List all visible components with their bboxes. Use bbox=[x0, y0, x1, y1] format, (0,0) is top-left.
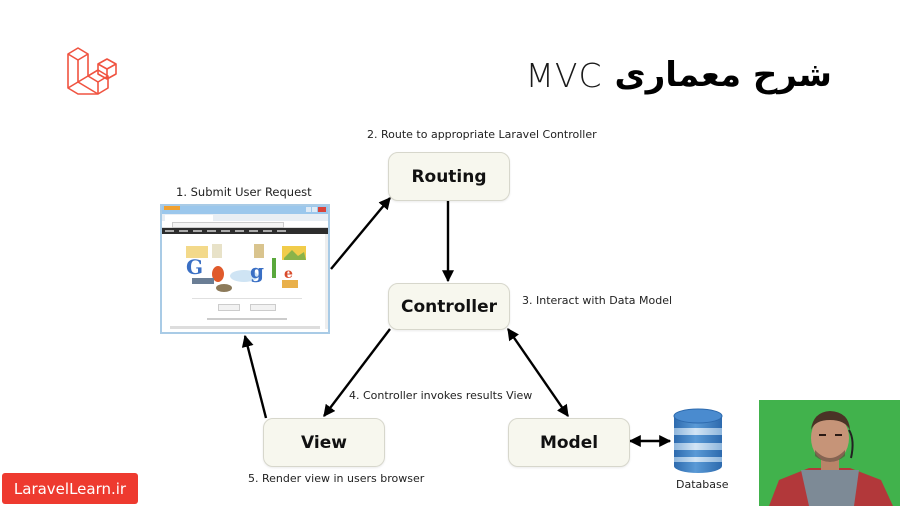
database-label: Database bbox=[676, 478, 729, 491]
horizontal-scrollbar bbox=[170, 326, 320, 329]
browser-tab-row bbox=[162, 214, 328, 221]
google-search-box bbox=[192, 298, 302, 299]
step-3-label: 3. Interact with Data Model bbox=[522, 294, 673, 307]
svg-text:G: G bbox=[186, 255, 203, 279]
browser-screenshot: G g e bbox=[160, 204, 330, 334]
brand-badge: LaravelLearn.ir bbox=[2, 473, 138, 504]
title-latin: MVC bbox=[525, 55, 603, 95]
svg-text:e: e bbox=[284, 266, 293, 282]
browser-titlebar bbox=[162, 206, 328, 214]
browser-page: G g e bbox=[162, 234, 328, 329]
title-persian: شرح معماری bbox=[614, 55, 832, 95]
slide-title: MVC شرح معماری bbox=[525, 50, 832, 100]
view-node: View bbox=[263, 418, 385, 467]
laravel-logo-icon bbox=[67, 47, 117, 95]
window-controls bbox=[306, 207, 326, 212]
svg-text:g: g bbox=[250, 259, 264, 283]
browser-url-bar bbox=[172, 222, 284, 228]
arrow-view-to-browser bbox=[241, 334, 268, 419]
google-doodle-image: G g e bbox=[186, 244, 306, 292]
browser-tab bbox=[165, 215, 213, 221]
database-icon bbox=[673, 408, 723, 473]
arrow-browser-to-routing bbox=[330, 197, 391, 270]
browser-url-row bbox=[162, 221, 328, 228]
arrow-controller-to-view bbox=[323, 328, 391, 417]
google-nav-bar bbox=[162, 228, 328, 234]
firefox-menu-button bbox=[164, 206, 180, 210]
step-5-label: 5. Render view in users browser bbox=[248, 472, 425, 485]
google-search-button bbox=[218, 304, 240, 311]
presenter-webcam bbox=[759, 400, 900, 506]
google-footer-text bbox=[207, 318, 287, 320]
controller-node: Controller bbox=[388, 283, 510, 330]
feeling-lucky-button bbox=[250, 304, 276, 311]
arrow-controller-model bbox=[507, 328, 569, 417]
model-node: Model bbox=[508, 418, 630, 467]
step-2-label: 2. Route to appropriate Laravel Controll… bbox=[367, 128, 597, 141]
vertical-scrollbar bbox=[325, 234, 328, 329]
step-4-label: 4. Controller invokes results View bbox=[349, 389, 533, 402]
routing-node: Routing bbox=[388, 152, 510, 201]
step-1-label: 1. Submit User Request bbox=[176, 185, 312, 199]
presenter-image bbox=[759, 400, 900, 506]
